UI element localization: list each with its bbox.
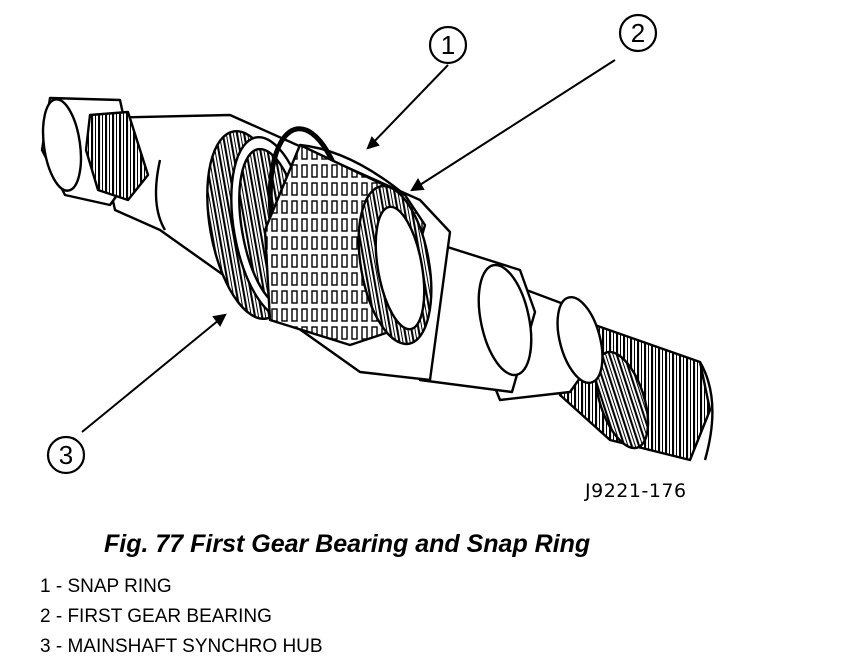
- legend-item-first-gear-bearing: 2 - FIRST GEAR BEARING: [40, 606, 272, 627]
- callout-2-label: 2: [631, 18, 645, 48]
- pilot-end: [40, 96, 150, 207]
- first-gear-bearing: [263, 143, 433, 347]
- mainshaft-illustration: 1 2 3: [40, 13, 714, 475]
- legend-list: 1 - SNAP RING 2 - FIRST GEAR BEARING 3 -…: [40, 574, 323, 664]
- callout-3: 3: [46, 435, 86, 475]
- leader-line-1: [367, 64, 449, 149]
- figure-code: J9221-176: [585, 480, 687, 502]
- legend-item-mainshaft-synchro-hub: 3 - MAINSHAFT SYNCHRO HUB: [40, 636, 323, 657]
- leader-line-3: [81, 314, 226, 433]
- callout-1-label: 1: [441, 30, 455, 60]
- legend-item-snap-ring: 1 - SNAP RING: [40, 576, 172, 597]
- callout-1: 1: [428, 25, 468, 65]
- figure-caption: Fig. 77 First Gear Bearing and Snap Ring: [104, 530, 591, 558]
- callout-2: 2: [618, 13, 658, 53]
- callout-3-label: 3: [59, 440, 73, 470]
- leader-line-2: [411, 59, 616, 191]
